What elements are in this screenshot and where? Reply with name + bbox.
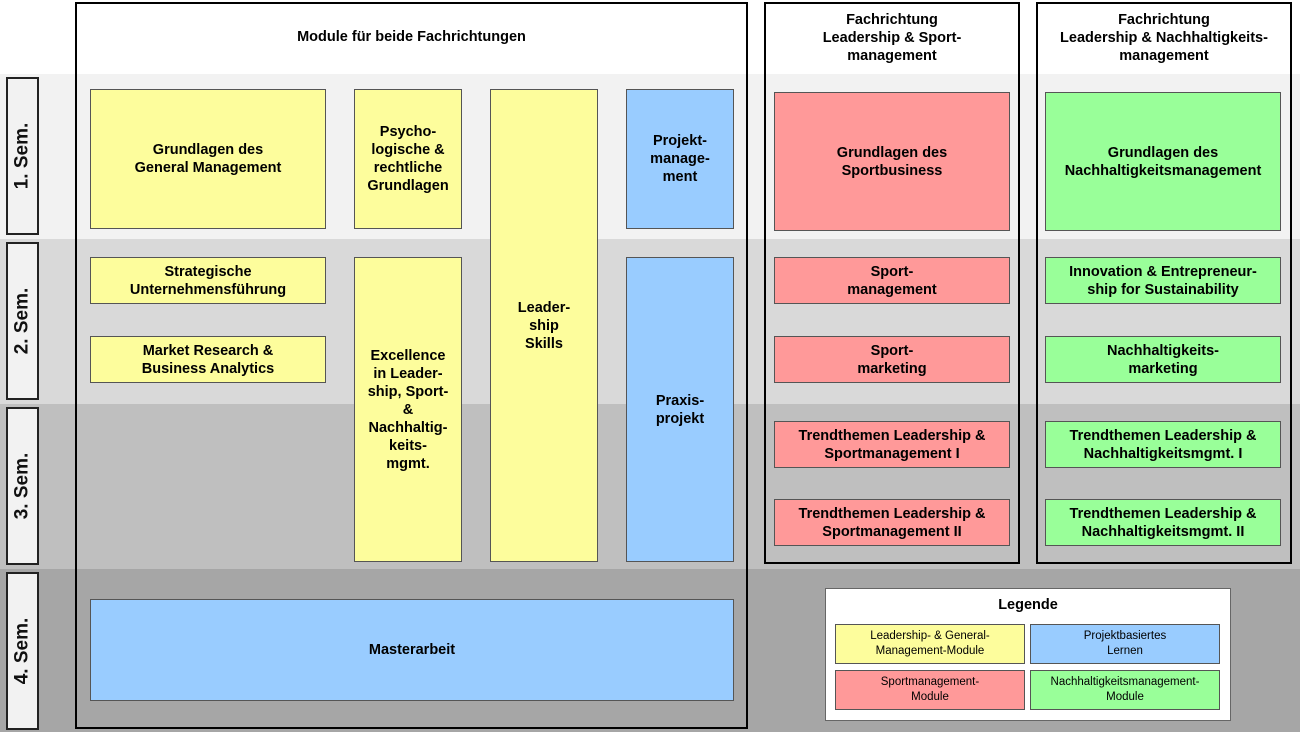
module-psychology-law: Psycho- logische & rechtliche Grundlagen [354,89,462,229]
legend-title: Legende [998,597,1058,613]
module-sust-marketing: Nachhaltigkeits- marketing [1045,336,1281,383]
legend-item-sustainability: Nachhaltigkeitsmanagement- Module [1030,670,1220,710]
column-header-sustainability: Fachrichtung Leadership & Nachhaltigkeit… [1038,4,1290,72]
module-excellence: Excellence in Leader- ship, Sport- & Nac… [354,257,462,562]
legend-item-sport: Sportmanagement- Module [835,670,1025,710]
column-header-common: Module für beide Fachrichtungen [77,4,746,70]
sport-track-frame [764,2,1020,564]
semester-label-2: 2. Sem. [6,242,39,400]
module-market-research: Market Research & Business Analytics [90,336,326,383]
module-practice-project: Praxis- projekt [626,257,734,562]
legend-item-project: Projektbasiertes Lernen [1030,624,1220,664]
module-sport-marketing: Sport- marketing [774,336,1010,383]
module-sust-trends-2: Trendthemen Leadership & Nachhaltigkeits… [1045,499,1281,546]
module-sust-trends-1: Trendthemen Leadership & Nachhaltigkeits… [1045,421,1281,468]
module-sport-trends-2: Trendthemen Leadership & Sportmanagement… [774,499,1010,546]
module-general-management: Grundlagen des General Management [90,89,326,229]
module-sust-innovation: Innovation & Entrepreneur- ship for Sust… [1045,257,1281,304]
module-sport-basics: Grundlagen des Sportbusiness [774,92,1010,231]
semester-label-3: 3. Sem. [6,407,39,565]
module-master-thesis: Masterarbeit [90,599,734,701]
module-sport-trends-1: Trendthemen Leadership & Sportmanagement… [774,421,1010,468]
column-header-sport: Fachrichtung Leadership & Sport- managem… [766,4,1018,72]
semester-label-4: 4. Sem. [6,572,39,730]
module-strategic-management: Strategische Unternehmensführung [90,257,326,304]
sustainability-track-frame [1036,2,1292,564]
legend: Legende Leadership- & General- Managemen… [825,588,1231,721]
common-modules-frame [75,2,748,729]
semester-label-1: 1. Sem. [6,77,39,235]
module-leadership-skills: Leader- ship Skills [490,89,598,562]
legend-item-leadership-general: Leadership- & General- Management-Module [835,624,1025,664]
module-sport-management: Sport- management [774,257,1010,304]
module-sust-basics: Grundlagen des Nachhaltigkeitsmanagement [1045,92,1281,231]
module-project-management: Projekt- manage- ment [626,89,734,229]
